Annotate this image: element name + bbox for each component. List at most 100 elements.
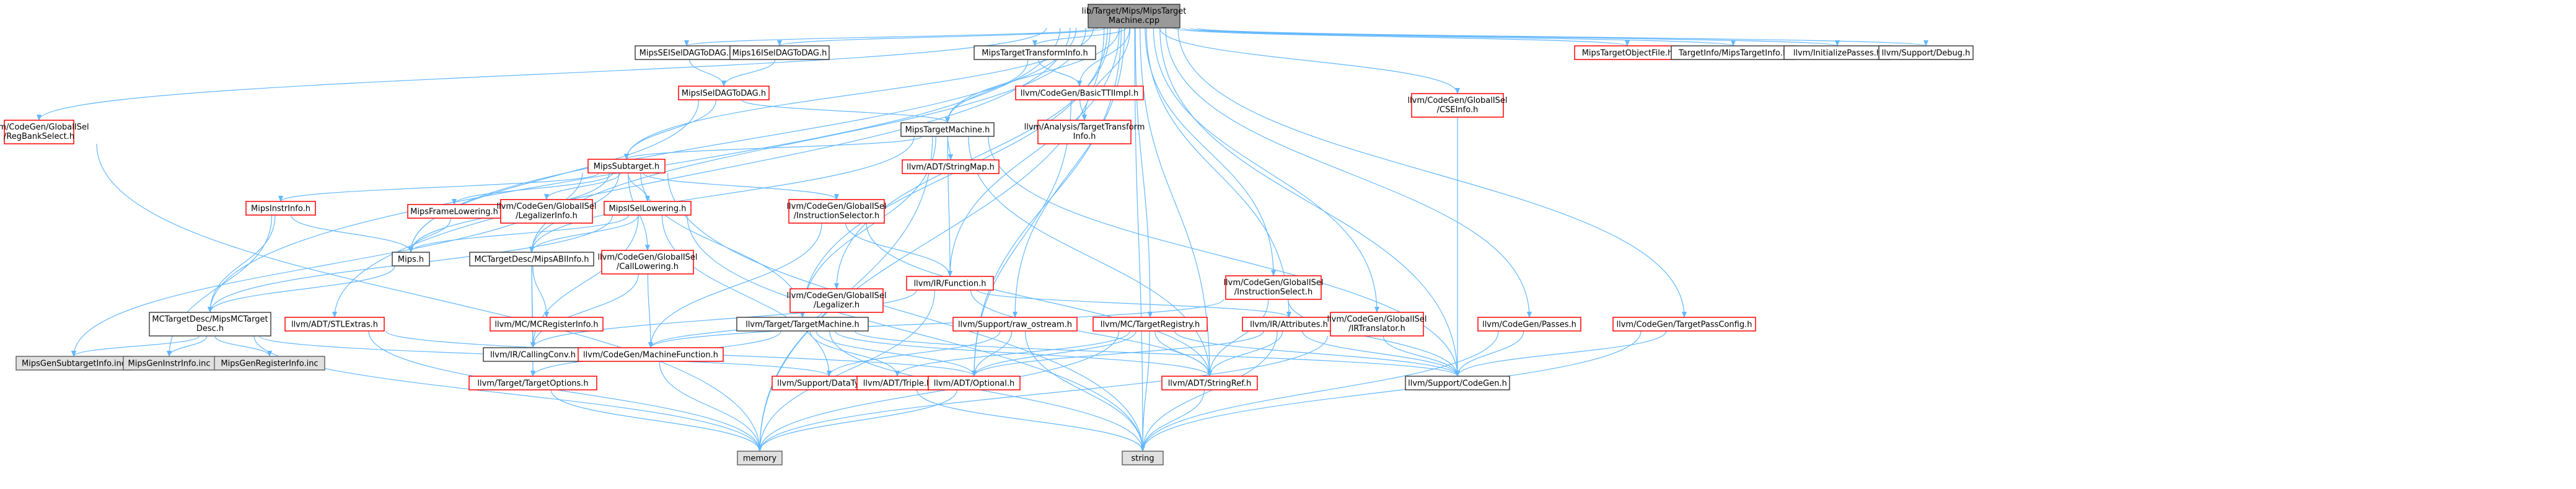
- node-legalizer[interactable]: llvm/CodeGen/GlobalISel/Legalizer.h: [786, 288, 887, 313]
- edge-mipsinstr-to-mipsh: [291, 214, 413, 253]
- node-basictti[interactable]: llvm/CodeGen/BasicTTIImpl.h: [1015, 86, 1144, 100]
- node-genreg[interactable]: MipsGenRegisterInfo.inc: [214, 356, 325, 371]
- edge-tgtmachine-to-codegen: [854, 330, 1460, 377]
- node-box: [729, 45, 830, 60]
- edge-root-to-mipsseisel: [684, 27, 1099, 46]
- node-tpc[interactable]: llvm/CodeGen/TargetPassConfig.h: [1612, 317, 1756, 332]
- edge-tgtopts-to-memory: [550, 389, 762, 452]
- edge-root-to-irattr: [1146, 27, 1291, 318]
- edge-tpc-to-string: [1140, 330, 1642, 452]
- edge-instselect-to-machfunc: [648, 299, 1224, 348]
- node-label: TargetInfo/MipsTargetInfo.h: [1678, 49, 1788, 58]
- node-mipsabi[interactable]: MCTargetDesc/MipsABIInfo.h: [469, 252, 594, 267]
- node-callconv[interactable]: llvm/IR/CallingConv.h: [483, 347, 583, 362]
- edge-instsel-to-irfunc: [845, 222, 952, 277]
- edge-mipsmcdesc-to-genreg: [214, 335, 272, 357]
- edge-mipsisel-to-mipssub: [624, 99, 717, 160]
- node-box: [149, 312, 271, 337]
- node-codegen[interactable]: llvm/Support/CodeGen.h: [1405, 376, 1510, 390]
- node-memory[interactable]: memory: [737, 451, 783, 465]
- edge-irattr-to-strref: [1207, 330, 1283, 377]
- node-box: [1612, 317, 1756, 332]
- node-strref[interactable]: llvm/ADT/StringRef.h: [1161, 376, 1258, 390]
- node-rawostream[interactable]: llvm/Support/raw_ostream.h: [952, 317, 1078, 332]
- node-machfunc[interactable]: llvm/CodeGen/MachineFunction.h: [578, 347, 724, 362]
- node-label: MipsSubtarget.h: [594, 162, 660, 172]
- edge-basictti-to-anatti: [1079, 99, 1087, 121]
- node-label: llvm/CodeGen/GlobalISel: [496, 202, 596, 211]
- node-mipsisellow[interactable]: MipsISelLowering.h: [604, 201, 692, 216]
- node-mipstti[interactable]: MipsTargetTransformInfo.h: [974, 45, 1096, 60]
- node-irfunc[interactable]: llvm/IR/Function.h: [906, 276, 994, 291]
- edge-irfunc-to-callconv: [530, 289, 917, 348]
- node-strmap[interactable]: llvm/ADT/StringMap.h: [902, 159, 1000, 174]
- node-mcreginfo[interactable]: llvm/MC/MCRegisterInfo.h: [490, 317, 604, 332]
- edge-mctgtreg-to-string: [1140, 330, 1150, 452]
- node-mipsinstr[interactable]: MipsInstrInfo.h: [245, 201, 316, 216]
- node-geninstr[interactable]: MipsGenInstrInfo.inc: [123, 356, 216, 371]
- node-cseinfo[interactable]: llvm/CodeGen/GlobalISel/CSEInfo.h: [1407, 93, 1508, 118]
- edge-mipssub-to-string: [667, 172, 1145, 452]
- node-root[interactable]: lib/Target/Mips/MipsTargetMachine.cpp: [1082, 4, 1187, 29]
- edge-strref-to-string: [1140, 389, 1205, 452]
- node-label: llvm/CodeGen/GlobalISel: [1407, 96, 1507, 105]
- node-tgtmachine[interactable]: llvm/Target/TargetMachine.h: [736, 317, 869, 332]
- edge-cgpasses-to-codegen: [1455, 330, 1524, 377]
- edge-irfunc-to-memory: [757, 289, 936, 452]
- node-calllow[interactable]: llvm/CodeGen/GlobalISel/CallLowering.h: [597, 250, 698, 275]
- node-instselect[interactable]: llvm/CodeGen/GlobalISel/InstructionSelec…: [1223, 275, 1324, 300]
- node-label: llvm/Analysis/TargetTransform: [1024, 123, 1145, 132]
- node-box: [1330, 312, 1424, 337]
- node-tgtinfo[interactable]: TargetInfo/MipsTargetInfo.h: [1671, 45, 1796, 60]
- node-box: [906, 276, 994, 291]
- node-mipsh[interactable]: Mips.h: [392, 252, 430, 267]
- node-mipsisel[interactable]: MipsISelDAGToDAG.h: [678, 86, 770, 100]
- node-mipssub[interactable]: MipsSubtarget.h: [587, 159, 666, 174]
- node-instsel[interactable]: llvm/CodeGen/GlobalISel/InstructionSelec…: [786, 199, 887, 224]
- edge-mipstm-to-codegen: [988, 136, 1460, 377]
- node-mipsframe[interactable]: MipsFrameLowering.h: [407, 204, 501, 219]
- node-irattr[interactable]: llvm/IR/Attributes.h: [1242, 317, 1336, 332]
- node-label: /RegBankSelect.h: [4, 132, 74, 141]
- node-label: llvm/IR/CallingConv.h: [490, 351, 576, 360]
- node-label: Info.h: [1073, 132, 1096, 141]
- node-regbank[interactable]: llvm/CodeGen/GlobalISel/RegBankSelect.h: [0, 120, 89, 144]
- node-mctgtreg[interactable]: llvm/MC/TargetRegistry.h: [1092, 317, 1208, 332]
- node-box: [1015, 86, 1144, 100]
- node-tgtopts[interactable]: llvm/Target/TargetOptions.h: [468, 376, 597, 390]
- edge-mipstm-to-mipssub: [624, 136, 923, 160]
- edge-instselect-to-strref: [1207, 299, 1269, 377]
- edge-mctgtreg-to-optional: [972, 330, 1136, 377]
- node-mipstm[interactable]: MipsTargetMachine.h: [900, 122, 995, 137]
- node-label: llvm/CodeGen/Passes.h: [1482, 320, 1576, 330]
- node-label: Mips.h: [398, 255, 424, 265]
- node-cgpasses[interactable]: llvm/CodeGen/Passes.h: [1477, 317, 1581, 332]
- node-label: llvm/Target/TargetOptions.h: [477, 379, 588, 389]
- edge-tpc-to-codegen: [1455, 330, 1667, 377]
- node-mipstgtobj[interactable]: MipsTargetObjectFile.h: [1574, 45, 1681, 60]
- node-optional[interactable]: llvm/ADT/Optional.h: [928, 376, 1021, 390]
- node-legalinfo[interactable]: llvm/CodeGen/GlobalISel/LegalizerInfo.h: [496, 199, 597, 224]
- edge-root-to-irtrans: [1153, 27, 1379, 313]
- node-irtrans[interactable]: llvm/CodeGen/GlobalISel/IRTranslator.h: [1327, 312, 1427, 337]
- node-label: /InstructionSelector.h: [794, 211, 880, 221]
- node-triple[interactable]: llvm/ADT/Triple.h: [856, 376, 938, 390]
- node-anatti[interactable]: llvm/Analysis/TargetTransformInfo.h: [1024, 120, 1145, 144]
- node-string[interactable]: string: [1122, 451, 1164, 465]
- node-debug[interactable]: llvm/Support/Debug.h: [1878, 45, 1974, 60]
- edge-mipstti-to-basictti: [1038, 59, 1082, 87]
- node-mips16isel[interactable]: Mips16ISelDAGToDAG.h: [729, 45, 830, 60]
- edge-irattr-to-string: [1140, 330, 1278, 452]
- edge-mipsisellow-to-mipsh: [408, 214, 630, 253]
- node-stlextras[interactable]: llvm/ADT/STLExtras.h: [284, 317, 385, 332]
- node-mipsseisel[interactable]: MipsSEISelDAGToDAG.h: [635, 45, 739, 60]
- node-label: llvm/CodeGen/MachineFunction.h: [583, 351, 718, 360]
- node-gensub[interactable]: MipsGenSubtargetInfo.inc: [15, 356, 132, 371]
- edge-root-to-irfunc: [947, 27, 1120, 277]
- node-box: [1092, 317, 1208, 332]
- node-label: MipsGenRegisterInfo.inc: [221, 359, 318, 369]
- edge-root-to-codegen: [1159, 27, 1460, 377]
- node-label: MipsTargetObjectFile.h: [1582, 49, 1673, 58]
- node-initpasses[interactable]: llvm/InitializePasses.h: [1783, 45, 1891, 60]
